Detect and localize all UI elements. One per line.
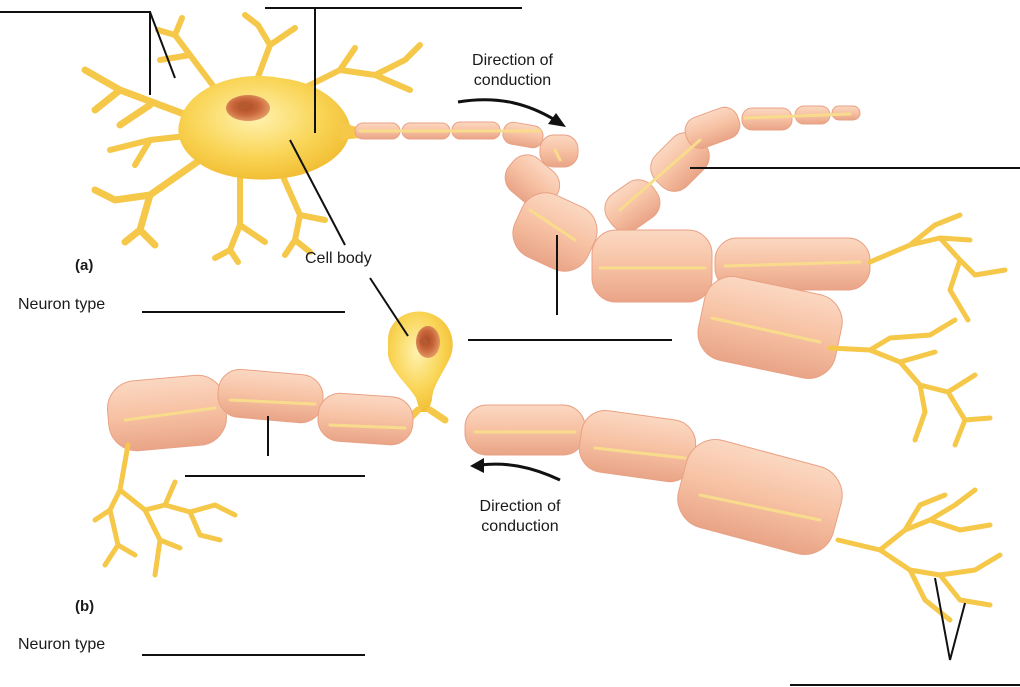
leader-cell-body-b — [370, 278, 408, 336]
cell-body-a — [178, 76, 350, 180]
blank-dendrites-a — [0, 12, 175, 95]
cell-body-label: Cell body — [305, 249, 372, 269]
leader-lines — [0, 8, 1020, 685]
direction-arrow-bottom — [470, 458, 560, 480]
direction-label-top-line1: Direction of — [440, 51, 585, 71]
direction-label-top-line2: conduction — [440, 71, 585, 91]
blank-terminals-b — [790, 578, 1020, 685]
direction-label-bottom-line2: conduction — [450, 517, 590, 537]
direction-label-bottom-line1: Direction of — [450, 497, 590, 517]
neuron-type-label-a: Neuron type — [18, 295, 105, 315]
unipolar-neuron — [95, 312, 1000, 620]
axon-a — [355, 103, 1005, 445]
part-label-b: (b) — [75, 597, 94, 617]
cell-body-b — [388, 312, 453, 412]
neuron-type-label-b: Neuron type — [18, 635, 105, 655]
part-label-a: (a) — [75, 256, 93, 276]
